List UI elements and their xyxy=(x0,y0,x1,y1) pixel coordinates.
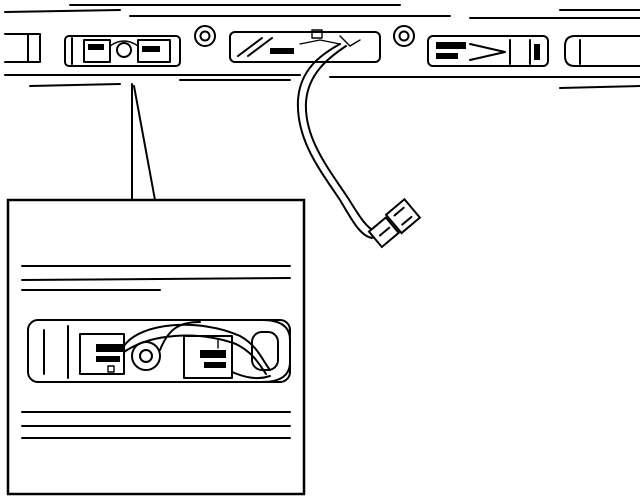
detail-lamp-unit xyxy=(27,319,291,383)
detail-socket-left-terminal-top xyxy=(96,344,124,352)
rail-left-endcap xyxy=(4,33,41,63)
lamp-unit-1-socket-left xyxy=(83,39,111,63)
detail-lamp-end-bracket xyxy=(239,319,291,383)
lamp-unit-1-terminal-left xyxy=(88,44,104,50)
lamp-unit-2 xyxy=(229,29,381,63)
detail-socket-left-pin xyxy=(107,365,115,373)
lamp-unit-2-housing xyxy=(229,31,381,63)
lamp-unit-3-terminal-top xyxy=(436,42,466,49)
callout-leader xyxy=(131,83,156,201)
detail-socket-right-terminal-top xyxy=(200,350,226,358)
detail-wire-upper xyxy=(123,323,271,371)
lamp-unit-2-clip xyxy=(311,29,323,39)
detail-wire-branch xyxy=(159,321,201,351)
rail xyxy=(4,4,640,89)
detail-socket-right xyxy=(183,335,233,379)
detail-rail-line-2 xyxy=(21,277,291,281)
lamp-unit-1-wire xyxy=(109,40,139,47)
detail-inset xyxy=(6,198,306,496)
wire-harness-outer xyxy=(296,43,373,239)
detail-wire-middle xyxy=(123,334,267,375)
lamp-unit-1-socket-right xyxy=(137,39,171,63)
rail-bottom-edge-lower-left xyxy=(29,83,121,87)
rail-bottom-edge-lower-right xyxy=(559,85,640,89)
harness-connector-latch-2 xyxy=(401,215,413,226)
rail-right-endcap xyxy=(564,35,640,67)
harness-connector-detail xyxy=(378,226,391,237)
lamp-unit-3 xyxy=(427,35,549,67)
mounting-bolt-2-outer xyxy=(393,25,415,47)
lamp-unit-2-slant-2 xyxy=(247,37,273,57)
lamp-unit-1-bulb xyxy=(116,42,132,58)
callout-leader-right xyxy=(133,85,156,201)
lamp-unit-2-harness-exit xyxy=(339,35,361,47)
harness-connector-latch-1 xyxy=(393,206,405,217)
wire-harness-inner xyxy=(304,45,377,233)
lamp-unit-3-terminal-bottom xyxy=(436,53,458,59)
mounting-bolt-1-inner xyxy=(199,30,211,42)
wire-harness xyxy=(296,43,377,239)
lamp-unit-2-slant-1 xyxy=(237,37,263,57)
mounting-bolt-2-inner xyxy=(398,30,410,42)
harness-connector-body-right xyxy=(384,197,422,235)
mounting-bolt-2 xyxy=(393,25,415,47)
detail-socket-right-terminal-bottom xyxy=(204,362,226,368)
detail-bulb-inner xyxy=(139,349,153,363)
rail-top-edge-left xyxy=(4,9,121,13)
detail-socket-left xyxy=(79,333,125,375)
detail-wire-lower xyxy=(231,371,271,380)
lamp-unit-1 xyxy=(64,35,181,67)
lamp-unit-3-lens-tab xyxy=(534,44,540,60)
lamp-unit-2-terminal xyxy=(270,48,294,54)
lamp-unit-1-housing xyxy=(64,35,181,67)
mounting-bolt-1-outer xyxy=(194,25,216,47)
lamp-unit-1-terminal-right xyxy=(142,46,160,52)
mounting-bolt-1 xyxy=(194,25,216,47)
detail-socket-left-terminal-bottom xyxy=(96,356,120,362)
detail-lamp-end-tab xyxy=(251,331,279,371)
lamp-unit-2-wire xyxy=(299,39,341,45)
harness-connector xyxy=(367,197,422,249)
lamp-unit-3-reflector xyxy=(469,43,506,61)
